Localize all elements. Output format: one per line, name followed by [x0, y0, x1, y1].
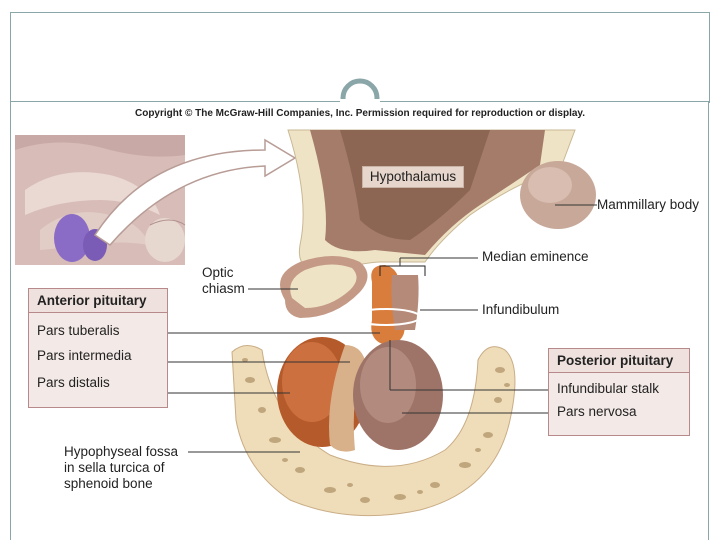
leader-lines [130, 204, 597, 453]
slide-border-left [10, 101, 11, 540]
infundibulum-label: Infundibulum [482, 302, 560, 317]
median-eminence-label: Median eminence [482, 249, 589, 264]
optic-chiasm-label-1: Optic [202, 265, 234, 280]
slide-title-frame [10, 12, 710, 103]
anterior-pituitary-box: Anterior pituitary Pars tuberalis Pars i… [28, 288, 168, 408]
pointer-arrow [93, 138, 297, 246]
posterior-item: Pars nervosa [557, 404, 637, 419]
pars-intermedia [329, 345, 365, 452]
brain-inset [15, 135, 186, 265]
fossa-label-2: in sella turcica of [64, 460, 165, 475]
slide-border-right [708, 101, 709, 540]
fossa-label-1: Hypophyseal fossa [64, 444, 179, 459]
anterior-item: Pars intermedia [37, 348, 132, 363]
median-eminence-bracket [379, 265, 426, 276]
posterior-pituitary-box: Posterior pituitary Infundibular stalk P… [548, 348, 690, 436]
copyright-notice: Copyright © The McGraw-Hill Companies, I… [134, 108, 586, 119]
optic-chiasm [280, 256, 368, 318]
posterior-pituitary-title: Posterior pituitary [549, 349, 689, 373]
anterior-pituitary-title: Anterior pituitary [29, 289, 167, 313]
infundibulum-ring [351, 308, 421, 326]
mammillary-body-label: Mammillary body [597, 197, 700, 212]
fossa-label-3: sphenoid bone [64, 476, 153, 491]
ring-ornament [340, 78, 380, 119]
infundibulum [391, 275, 419, 330]
anterior-item: Pars distalis [37, 375, 110, 390]
hypothalamus-label: Hypothalamus [362, 166, 464, 188]
anterior-item: Pars tuberalis [37, 323, 120, 338]
sphenoid-bone [231, 345, 516, 517]
optic-chiasm-label-2: chiasm [202, 281, 245, 296]
posterior-item: Infundibular stalk [557, 381, 660, 396]
